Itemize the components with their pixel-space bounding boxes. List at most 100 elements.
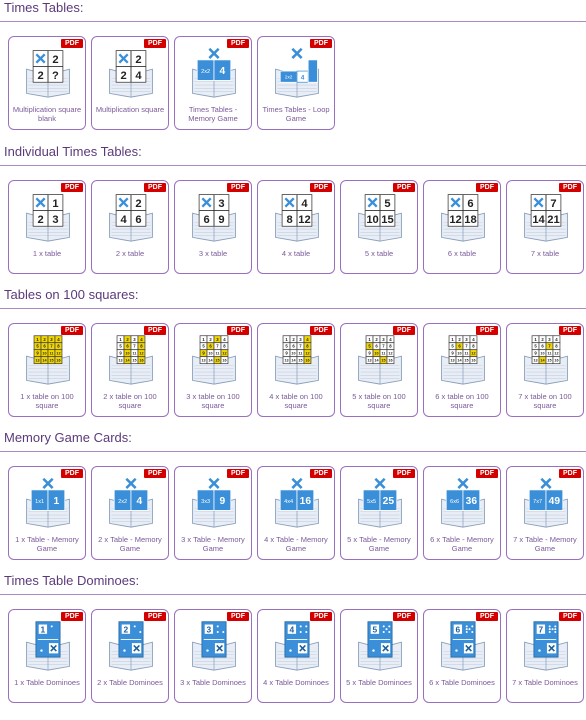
- grid-cell-number: 9: [119, 351, 122, 356]
- pdf-badge: PDF: [559, 469, 581, 478]
- grid-cell-number: 6: [541, 344, 544, 349]
- product-text-left: 14: [532, 214, 545, 226]
- grid-cell-number: 3: [382, 337, 385, 342]
- grid-cell-number: 4: [140, 337, 143, 342]
- grid-cell-number: 10: [457, 352, 461, 356]
- product-text-left: 2: [37, 214, 43, 226]
- grid-cell-number: 10: [540, 352, 544, 356]
- grid-cell-number: 7: [50, 344, 53, 349]
- grid-cell: [137, 356, 146, 365]
- factor-text: 3: [218, 198, 224, 210]
- card-right: [296, 489, 315, 511]
- domino-dot: [216, 625, 219, 628]
- card-right: [545, 489, 564, 511]
- grid-cell-number: 13: [118, 359, 122, 363]
- grid-cell-number: 9: [451, 351, 454, 356]
- grid-cell-number: 4: [472, 337, 475, 342]
- card-right: [462, 489, 481, 511]
- domino-dot: [471, 630, 474, 633]
- section-heading: Times Tables:: [4, 0, 84, 15]
- section-divider: [0, 165, 586, 166]
- domino-number-text: 5: [373, 624, 378, 634]
- domino-dot: [465, 625, 468, 628]
- domino-dot: [388, 625, 391, 628]
- grid-cell-number: 4: [555, 337, 558, 342]
- card-answer-text: 1: [54, 496, 60, 507]
- pdf-badge: PDF: [476, 469, 498, 478]
- pdf-badge: PDF: [227, 469, 249, 478]
- factor-text: 5: [384, 198, 390, 210]
- pdf-badge: PDF: [144, 612, 166, 621]
- grid-cell-number: 12: [388, 352, 392, 356]
- grid-cell-number: 1: [534, 337, 537, 342]
- pdf-badge: PDF: [61, 39, 83, 48]
- resource-card-label: Times Tables - Memory Game: [188, 105, 238, 123]
- grid-cell-number: 5: [119, 344, 122, 349]
- factor-text: 2: [135, 54, 141, 66]
- grid-cell-number: 10: [374, 352, 378, 356]
- grid-cell-number: 1: [451, 337, 454, 342]
- factor-text: 2: [135, 198, 141, 210]
- grid-cell-number: 5: [285, 344, 288, 349]
- resource-card-label: 5 x table on 100 square: [352, 392, 406, 410]
- factor-text: 6: [467, 198, 473, 210]
- card-question-text: 5x5: [367, 499, 376, 505]
- section-divider: [0, 594, 586, 595]
- resource-card-label: 5 x Table Dominoes: [346, 678, 412, 687]
- section-divider: [0, 451, 586, 452]
- grid-cell-number: 16: [139, 359, 143, 363]
- card-right: [130, 489, 149, 511]
- domino-dot: [548, 625, 551, 628]
- grid-cell-number: 7: [133, 344, 136, 349]
- product-text-right: ?: [52, 70, 59, 82]
- domino-dot: [471, 625, 474, 628]
- factor-text: 4: [301, 198, 308, 210]
- grid-cell-number: 11: [465, 352, 469, 356]
- grid-cell-number: 6: [292, 344, 295, 349]
- grid-cell-number: 6: [126, 344, 129, 349]
- grid-cell-number: 8: [223, 344, 226, 349]
- grid-cell-number: 12: [554, 352, 558, 356]
